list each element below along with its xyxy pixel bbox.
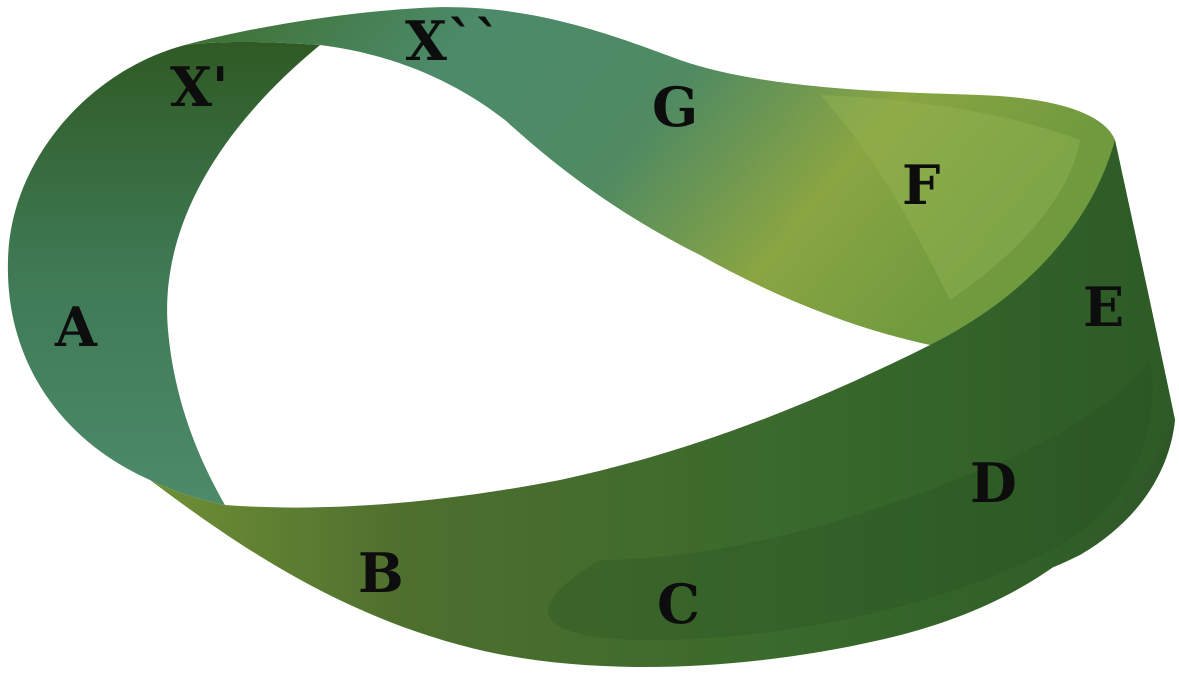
label-d: D bbox=[970, 451, 1017, 515]
label-x-double-prime: X`` bbox=[405, 9, 501, 73]
band-left-segment bbox=[7, 41, 321, 505]
band-top-highlight bbox=[820, 95, 1080, 300]
label-f: F bbox=[902, 153, 940, 217]
label-a: A bbox=[54, 295, 98, 359]
label-x-prime: X' bbox=[170, 55, 228, 119]
label-e: E bbox=[1083, 275, 1124, 339]
label-g: G bbox=[652, 75, 698, 139]
label-b: B bbox=[358, 541, 404, 605]
band-bottom-segment bbox=[150, 140, 1175, 668]
band-top-segment bbox=[185, 7, 1115, 346]
label-c: C bbox=[657, 572, 700, 636]
band-bottom-shade bbox=[548, 360, 1153, 640]
